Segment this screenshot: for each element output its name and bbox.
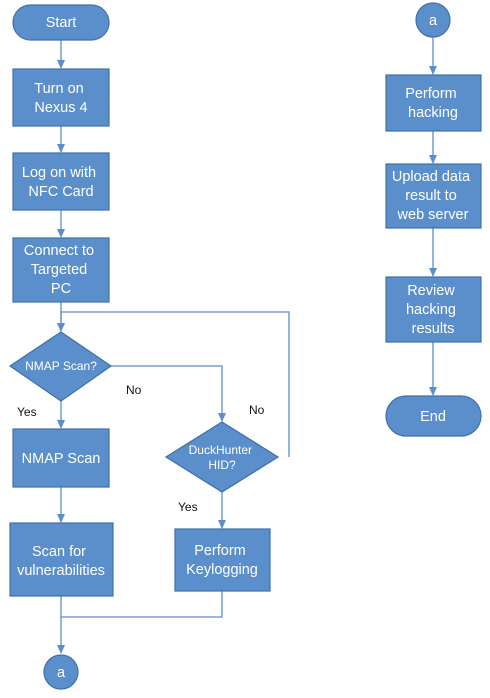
node-nmap-scan: NMAP Scan <box>12 428 110 488</box>
review-line-2: hacking <box>406 302 456 318</box>
connector-bottom-label: a <box>57 665 66 681</box>
decision-duckhunter: DuckHunter HID? <box>164 421 280 493</box>
decision-nmap: NMAP Scan? <box>8 331 113 402</box>
connect-line-2: Targeted <box>31 262 87 278</box>
svg-text:Perform hacking: Perform hacking <box>405 86 461 121</box>
label-duck-yes: Yes <box>178 500 198 514</box>
node-scan-vulnerabilities: Scan for vulnerabilities <box>9 522 114 597</box>
review-line-1: Review <box>407 283 455 299</box>
turn-on-line-1: Turn on <box>34 81 83 97</box>
connector-a-bottom: a <box>43 654 79 690</box>
duckhunter-line-1: DuckHunter <box>189 443 252 457</box>
svg-text:Upload data result to: Upload data result to web server <box>392 169 474 223</box>
svg-text:Connect to Targeted: Connect to Targeted PC <box>24 243 98 297</box>
scan-vuln-line-1: Scan for <box>32 544 86 560</box>
perform-hacking-line-2: hacking <box>408 105 458 121</box>
connect-line-1: Connect to <box>24 243 94 259</box>
label-nmap-no: No <box>126 383 142 397</box>
node-end: End <box>385 395 482 437</box>
duckhunter-line-2: HID? <box>208 458 236 472</box>
scan-vuln-line-2: vulnerabilities <box>17 563 105 579</box>
node-start: Start <box>12 4 110 41</box>
svg-text:DuckHunter HID?: DuckHunter HID? <box>189 443 256 472</box>
keylogging-line-2: Keylogging <box>186 562 258 578</box>
node-perform-hacking: Perform hacking <box>385 74 482 132</box>
start-label: Start <box>46 15 77 31</box>
svg-text:Turn on Nexus 4: Turn on Nexus 4 <box>34 81 87 116</box>
svg-text:Perform Keylogging: Perform Keylogging <box>186 543 258 578</box>
keylogging-line-1: Perform <box>194 543 246 559</box>
svg-text:Log on with NFC Card: Log on with NFC Card <box>22 165 100 200</box>
arrow-keylogging-merge <box>61 591 223 618</box>
upload-line-2: result to <box>405 188 457 204</box>
arrow-duckhunter-no-loop <box>57 311 290 457</box>
connector-top-label: a <box>429 13 438 29</box>
node-turn-on: Turn on Nexus 4 <box>12 68 110 127</box>
upload-line-1: Upload data <box>392 169 471 185</box>
upload-line-3: web server <box>397 207 469 223</box>
nmap-decision-label: NMAP Scan? <box>25 359 97 373</box>
label-duck-no: No <box>249 403 265 417</box>
arrow-nmap-no <box>111 365 226 422</box>
review-line-3: results <box>412 321 455 337</box>
perform-hacking-line-1: Perform <box>405 86 457 102</box>
svg-text:Scan for vulnerabilities: Scan for vulnerabilities <box>17 544 105 579</box>
label-nmap-yes: Yes <box>17 405 37 419</box>
node-perform-keylogging: Perform Keylogging <box>174 528 271 592</box>
connect-line-3: PC <box>51 281 71 297</box>
node-log-on: Log on with NFC Card <box>12 152 110 211</box>
node-upload-data: Upload data result to web server <box>385 163 482 229</box>
connector-a-top: a <box>415 2 451 38</box>
end-label: End <box>420 409 446 425</box>
node-connect: Connect to Targeted PC <box>12 237 110 303</box>
connectors <box>57 40 290 654</box>
log-on-line-1: Log on with <box>22 165 96 181</box>
nmap-scan-label: NMAP Scan <box>22 451 101 467</box>
node-review-results: Review hacking results <box>385 276 482 343</box>
svg-text:Review hacking res: Review hacking results <box>406 283 460 337</box>
turn-on-line-2: Nexus 4 <box>34 100 87 116</box>
log-on-line-2: NFC Card <box>28 184 93 200</box>
